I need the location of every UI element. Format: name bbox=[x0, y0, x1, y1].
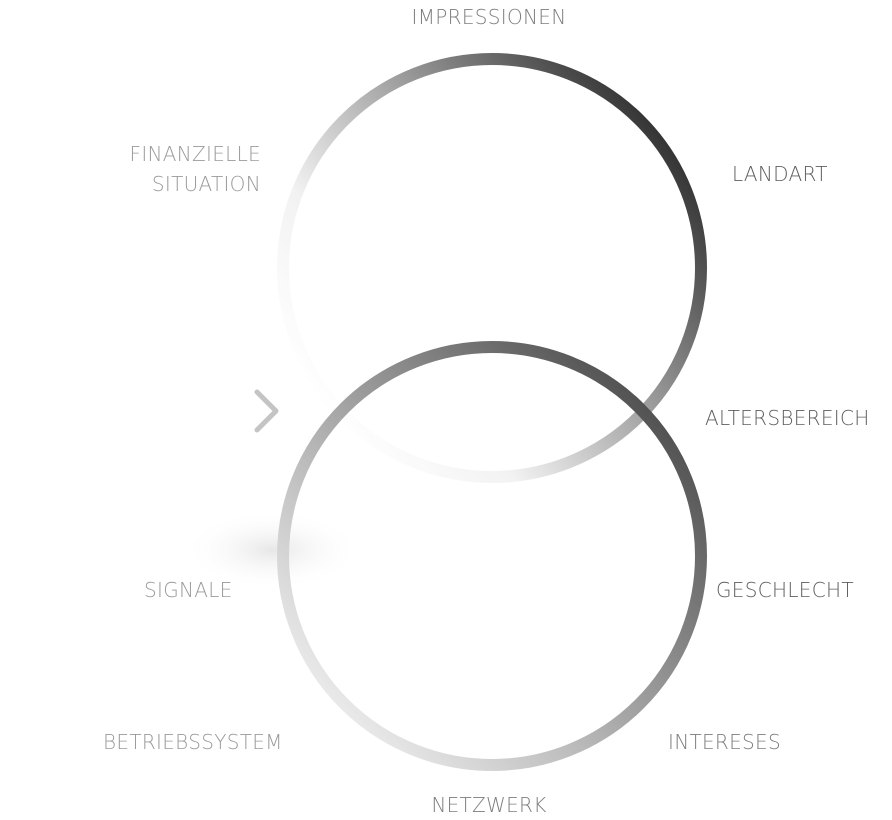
shadow-blob bbox=[182, 510, 362, 590]
label-geschlecht: GESCHLECHT bbox=[716, 578, 854, 602]
label-signale: SIGNALE bbox=[144, 578, 233, 602]
label-landart: LANDART bbox=[732, 162, 828, 186]
label-impressionen: IMPRESSIONEN bbox=[412, 5, 567, 29]
bottom-circle bbox=[277, 341, 707, 771]
top-circle bbox=[277, 53, 707, 483]
label-betriebssystem: BETRIEBSSYSTEM bbox=[103, 730, 283, 754]
label-altersbereich: ALTERSBEREICH bbox=[705, 406, 870, 430]
label-intereses: INTERESES bbox=[668, 730, 781, 754]
arrow-right-icon bbox=[148, 389, 279, 433]
label-netzwerk: NETZWERK bbox=[431, 793, 546, 817]
label-situation: SITUATION bbox=[152, 172, 261, 196]
label-finanzielle: FINANZIELLE bbox=[130, 142, 261, 166]
